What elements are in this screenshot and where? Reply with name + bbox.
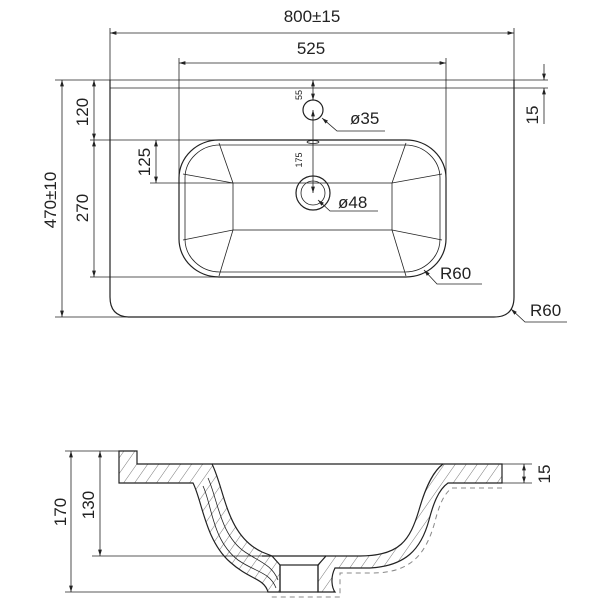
bowl-to-drain-label: 125 — [135, 148, 154, 176]
rim-label: 15 — [523, 106, 542, 125]
bowl-outer — [178, 139, 447, 278]
tap-hole-leader — [321, 117, 385, 132]
tap-offset-label: 55 — [294, 90, 304, 100]
bowl-width-label: 525 — [297, 39, 325, 58]
width-label: 800±15 — [284, 7, 341, 26]
bowl-depth-label: 270 — [73, 194, 92, 222]
tap-hole-label: ø35 — [350, 109, 379, 128]
drain-label: ø48 — [338, 193, 367, 212]
drain-outlet — [279, 564, 319, 593]
wall-groove — [202, 485, 277, 589]
tap-to-drain-label: 175 — [294, 152, 304, 167]
outer-radius-leader — [510, 308, 567, 323]
bowl-height-label: 130 — [79, 491, 98, 519]
bowl-corner-lines — [182, 142, 443, 277]
bowl-radius-leader — [423, 269, 482, 285]
dashed-outline — [268, 487, 502, 598]
outer-radius-label: R60 — [530, 301, 561, 320]
depth-label: 470±10 — [41, 172, 60, 229]
right-wall-section — [317, 463, 503, 593]
left-wall-section — [118, 450, 281, 593]
countertop-outline — [109, 80, 515, 318]
top-view: 800±15 525 470±10 120 270 125 55 175 ø35… — [41, 7, 567, 323]
bowl-inner — [184, 144, 441, 273]
bowl-radius-label: R60 — [440, 264, 471, 283]
drain-leader — [317, 199, 378, 212]
bowl-bottom — [232, 182, 393, 231]
front-to-bowl-label: 120 — [73, 98, 92, 126]
section-view: 170 130 15 — [51, 450, 554, 598]
rim-thickness-label: 15 — [535, 465, 554, 484]
wall-groove — [207, 477, 279, 581]
total-height-label: 170 — [51, 498, 70, 526]
